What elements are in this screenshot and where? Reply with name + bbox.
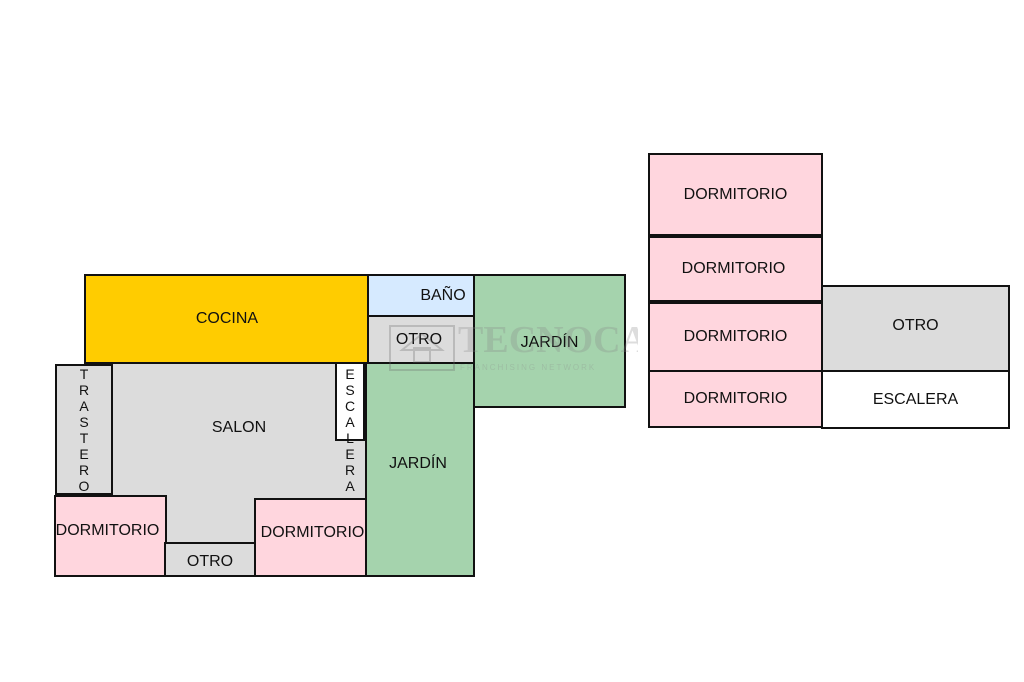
room-otro-bottom: OTRO xyxy=(164,542,256,577)
room-dormitorio-1: DORMITORIO xyxy=(648,153,823,236)
room-label: DORMITORIO xyxy=(55,522,160,539)
room-trastero: TRASTERO xyxy=(55,364,113,495)
room-label: ESCALERA xyxy=(872,390,959,408)
room-label: JARDÍN xyxy=(389,454,447,472)
room-label: SALON xyxy=(211,419,267,436)
room-label: DORMITORIO xyxy=(683,390,788,407)
room-label: DORMITORIO xyxy=(260,523,365,541)
room-label: COCINA xyxy=(195,310,259,327)
room-label: DORMITORIO xyxy=(681,260,786,277)
room-label: OTRO xyxy=(186,552,234,570)
room-dormitorio-4: DORMITORIO xyxy=(648,370,823,428)
room-label: DORMITORIO xyxy=(683,328,788,345)
room-label: OTRO xyxy=(892,316,939,334)
room-dormitorio-mid: DORMITORIO xyxy=(254,498,367,577)
room-escalera-upper: ESCALERA xyxy=(821,370,1010,429)
room-label: DORMITORIO xyxy=(683,185,788,203)
room-dormitorio-left: DORMITORIO xyxy=(54,495,167,577)
room-salon-lower xyxy=(164,498,256,546)
room-label: ESCALERA xyxy=(342,366,358,494)
room-salon: SALON xyxy=(111,362,367,502)
room-bano: BAÑO xyxy=(367,274,475,317)
room-dormitorio-2: DORMITORIO xyxy=(648,236,823,302)
room-cocina: COCINA xyxy=(84,274,370,364)
room-label: JARDÍN xyxy=(520,334,579,351)
room-jardin-main: JARDÍN xyxy=(365,362,475,577)
room-label: TRASTERO xyxy=(76,365,92,494)
room-jardin-top: JARDÍN xyxy=(473,274,626,408)
room-label: OTRO xyxy=(395,331,443,348)
room-label: BAÑO xyxy=(420,286,466,304)
room-otro-top: OTRO xyxy=(367,315,475,365)
room-dormitorio-3: DORMITORIO xyxy=(648,302,823,372)
room-otro-upper: OTRO xyxy=(821,285,1010,372)
room-escalera: ESCALERA xyxy=(335,362,365,494)
